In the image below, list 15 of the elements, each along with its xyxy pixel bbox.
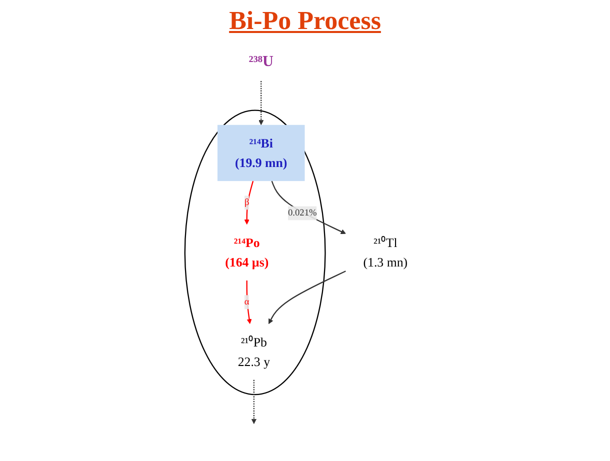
node-box: ²¹⁴Bi (19.9 mn) xyxy=(217,124,305,182)
node-text: ²¹⁰Tl (1.3 mn) xyxy=(363,235,408,270)
arrow xyxy=(244,180,254,225)
node-text: ²¹⁰Pb 22.3 y xyxy=(238,334,270,369)
arrow xyxy=(271,180,346,234)
edge-label: β xyxy=(244,197,250,208)
arrow xyxy=(246,280,252,324)
arrow xyxy=(251,380,256,424)
edge-label: 0.021% xyxy=(288,208,317,218)
node-text: ²³⁸U xyxy=(248,52,274,70)
edge-label: α xyxy=(244,296,250,307)
diagram-title: Bi-Po Process xyxy=(228,6,382,36)
arrow xyxy=(258,81,264,126)
arrow xyxy=(268,270,346,324)
node-text: ²¹⁴Po (164 µs) xyxy=(225,235,269,270)
